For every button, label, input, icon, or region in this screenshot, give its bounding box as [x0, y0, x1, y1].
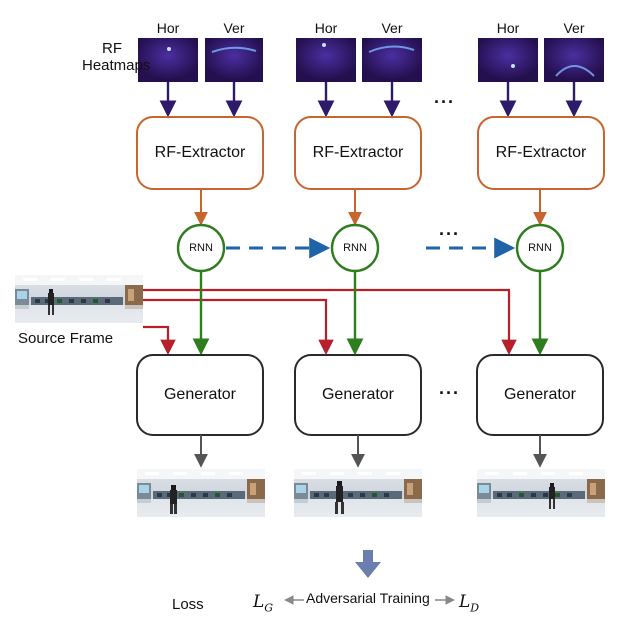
rf-heatmaps-title-line1: RF [102, 40, 122, 57]
loss-discriminator-symbol: LD [459, 592, 479, 614]
heatmap-column-3 [478, 38, 604, 82]
heatmap-hotspot [511, 64, 515, 68]
rf-extractor-label-2: RF-Extractor [312, 144, 404, 161]
generator-label-3: Generator [503, 386, 577, 403]
heatmap-hor-3 [478, 38, 538, 82]
rnn-generator-arrows [192, 271, 549, 356]
generator-label-1: Generator [163, 386, 237, 403]
extractor-arrows [194, 189, 547, 226]
output-frame-3 [477, 469, 605, 517]
arrow-source-generator-1 [143, 325, 176, 356]
loss-discriminator-letter: L [459, 592, 471, 612]
heatmap-ver-label-1: Ver [223, 20, 245, 36]
loss-generator-letter: L [253, 592, 265, 612]
heatmap-ver-2 [362, 38, 422, 82]
rf-heatmaps-title-line2: Heatmaps [82, 57, 151, 74]
heatmap-ver-3 [544, 38, 604, 82]
rf-extractor-box-2 [294, 116, 422, 190]
heatmap-column-1 [138, 38, 263, 82]
source-arrows [143, 288, 517, 356]
output-frame-1 [137, 469, 265, 517]
generator-label-2: Generator [321, 386, 395, 403]
loss-generator-subscript: G [264, 601, 274, 615]
heatmap-hor-label-1: Hor [156, 20, 180, 36]
heatmap-hor-2 [296, 38, 356, 82]
heatmap-hor-1 [138, 38, 198, 82]
extractor-boxes [136, 116, 605, 190]
generator-boxes [136, 354, 604, 436]
heatmap-hotspot [322, 43, 326, 47]
heatmap-arc [368, 45, 415, 53]
rnn-label-3: RNN [528, 242, 552, 254]
rf-extractor-label-1: RF-Extractor [154, 144, 246, 161]
heatmap-ver-label-2: Ver [381, 20, 403, 36]
source-frame-label: Source Frame [18, 330, 114, 347]
heatmap-ver-label-3: Ver [563, 20, 585, 36]
adversarial-down-arrow [355, 550, 381, 578]
heatmap-column-2 [296, 38, 422, 82]
adversarial-training-label: Adversarial Training [306, 590, 430, 606]
loss-discriminator-subscript: D [470, 601, 480, 615]
heatmap-arc [211, 46, 257, 53]
rf-extractor-label-3: RF-Extractor [495, 144, 587, 161]
rnn-label-2: RNN [343, 242, 367, 254]
heatmap-arc [555, 65, 595, 77]
rf-heatmaps-title: RF Heatmaps [82, 40, 151, 74]
rnn-nodes [176, 223, 565, 273]
output-frame-2 [294, 469, 422, 517]
ellipsis-generators: ··· [439, 383, 460, 403]
loss-generator-symbol: LG [253, 592, 273, 614]
ellipsis-heatmaps: ··· [434, 92, 455, 112]
arrow-source-generator-3 [143, 288, 517, 356]
heatmap-hotspot [167, 47, 171, 51]
rnn-label-1: RNN [189, 242, 213, 254]
loss-label: Loss [172, 596, 204, 613]
heatmap-hor-label-3: Hor [496, 20, 520, 36]
arrow-source-generator-2 [143, 298, 334, 356]
heatmap-ver-1 [205, 38, 263, 82]
heatmap-arrows [159, 82, 583, 118]
source-frame-image [15, 275, 143, 323]
ellipsis-rnn: ··· [439, 224, 460, 244]
heatmap-hor-label-2: Hor [314, 20, 338, 36]
generator-output-arrows [194, 435, 547, 468]
